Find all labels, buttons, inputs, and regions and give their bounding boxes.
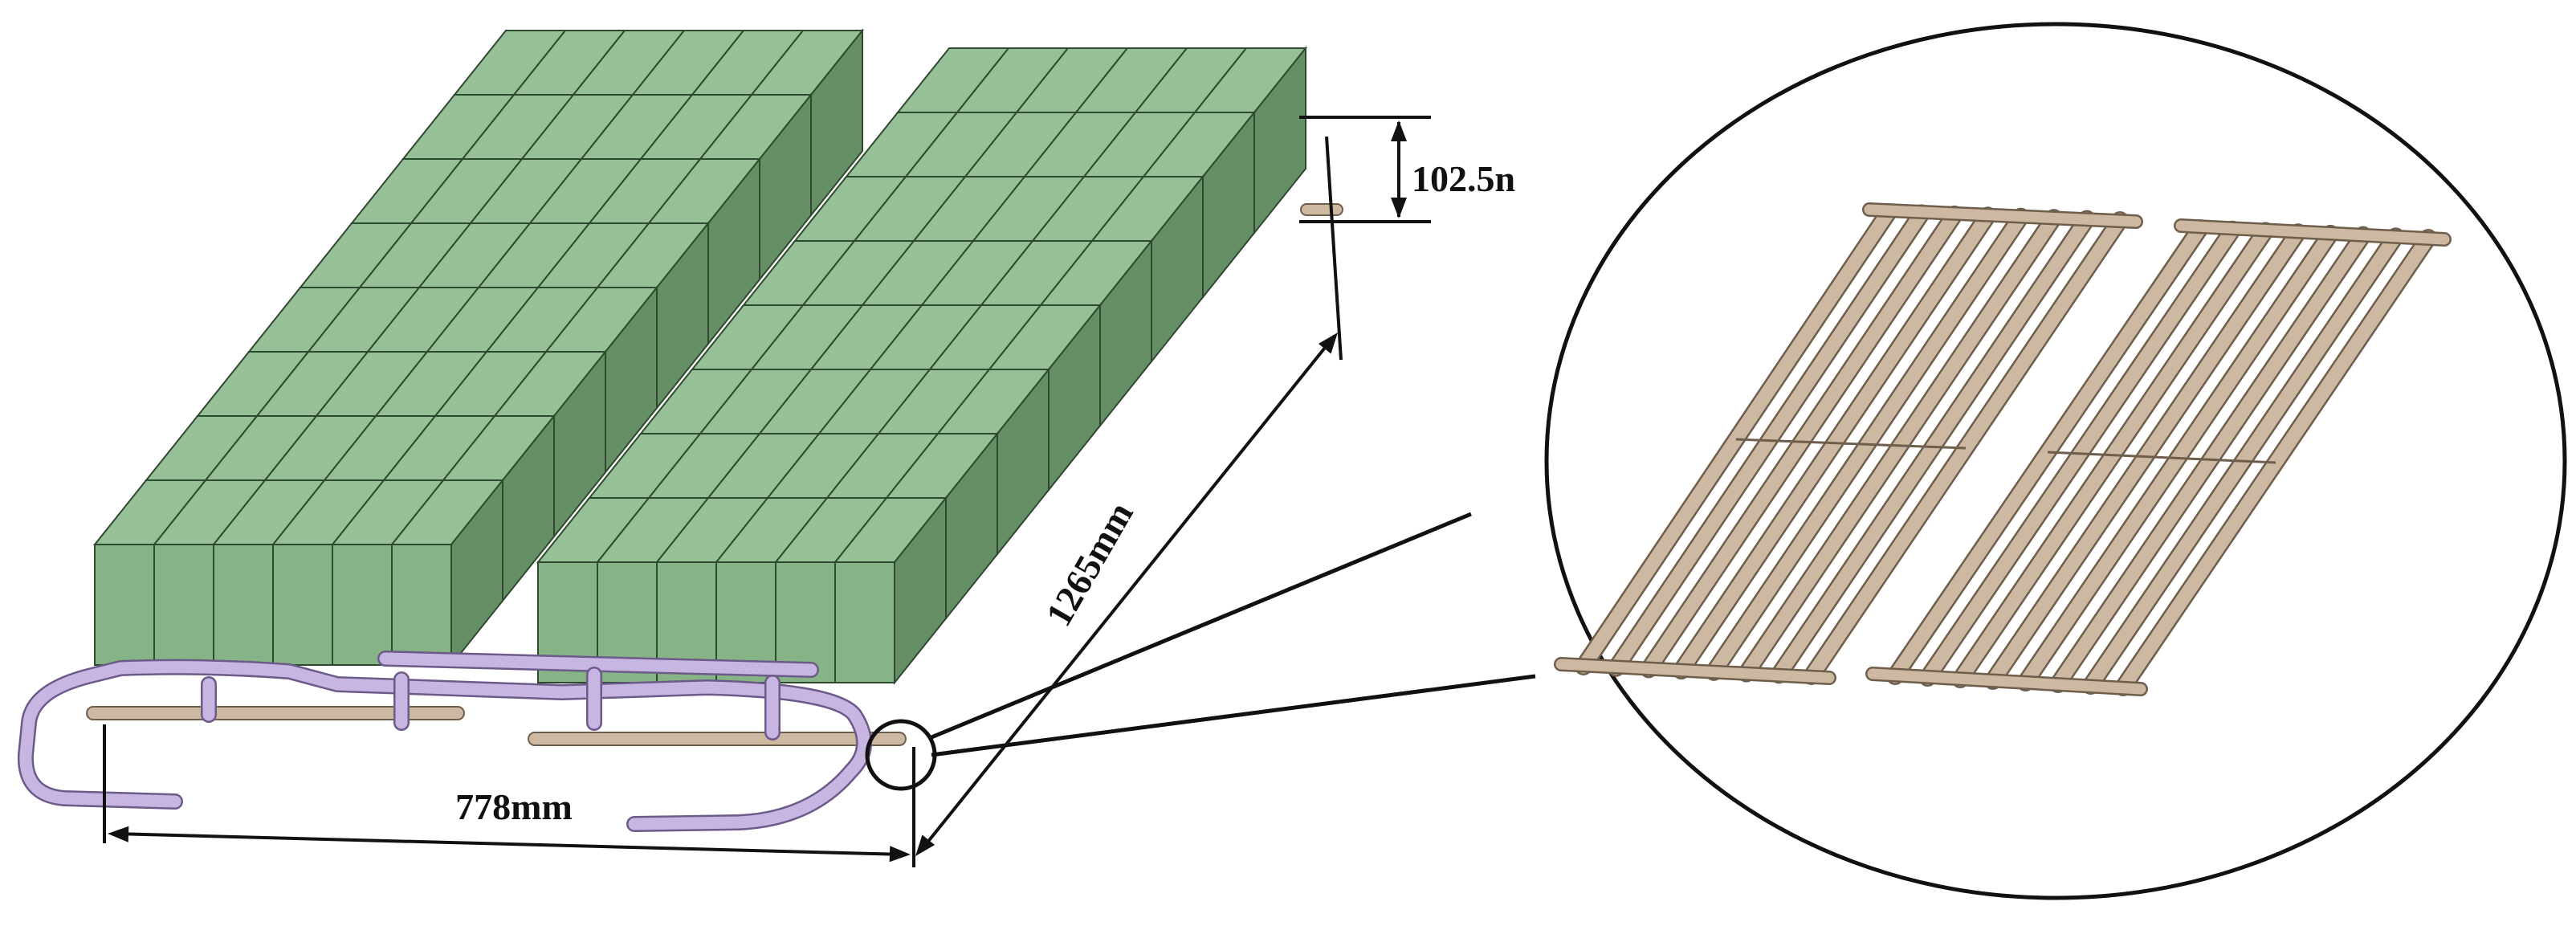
length-dimension-line	[919, 334, 1336, 853]
battery-cell	[389, 478, 505, 667]
cooling-plate-left	[1554, 202, 2143, 685]
cooling-plates	[1554, 202, 2452, 696]
coolant-loop-pipe	[19, 661, 870, 830]
arrowhead	[1391, 120, 1407, 141]
rear-rail-stub	[1300, 203, 1343, 216]
battery-cell	[271, 479, 386, 666]
arrowhead	[915, 834, 935, 856]
plate-top-header	[1864, 204, 2142, 227]
width-dimension-label: 778mm	[455, 786, 573, 827]
zoom-ellipse	[1544, 22, 2567, 900]
plate-bottom-header	[1867, 668, 2146, 695]
callout-line-upper	[931, 512, 1472, 740]
arrowhead	[889, 846, 911, 863]
plate-divider	[1735, 438, 1967, 450]
base-rail-left	[86, 706, 465, 720]
right-battery-module	[536, 46, 1308, 685]
battery-cell	[152, 479, 267, 666]
battery-cell	[330, 479, 446, 666]
left-battery-module	[92, 28, 865, 667]
dimension-lines	[103, 116, 1431, 867]
plate-bottom-header	[1555, 659, 1835, 683]
battery-cell	[833, 496, 948, 685]
arrowhead	[1391, 198, 1407, 218]
zoom-marker-circle	[865, 719, 937, 791]
battery-cell	[595, 221, 711, 410]
battery-cell	[92, 479, 208, 666]
cooling-plate-right	[1865, 218, 2452, 696]
battery-cell	[1192, 46, 1308, 235]
coolant-upper-pipe	[379, 652, 817, 676]
height-dimension-label: 102.5n	[1412, 158, 1515, 199]
length-dimension-label: 1265mm	[1037, 495, 1140, 633]
coolant-manifold	[17, 203, 1343, 832]
zoom-callout	[865, 22, 2567, 900]
callout-line-lower	[931, 674, 1536, 757]
base-rail-right	[528, 732, 907, 746]
plate-top-header	[2175, 220, 2450, 245]
plate-divider	[2047, 451, 2276, 464]
width-dimension-line	[113, 832, 905, 856]
arrowhead	[108, 826, 129, 842]
extension-line	[1325, 136, 1343, 361]
battery-cell	[211, 479, 327, 666]
arrowhead	[1318, 332, 1338, 354]
